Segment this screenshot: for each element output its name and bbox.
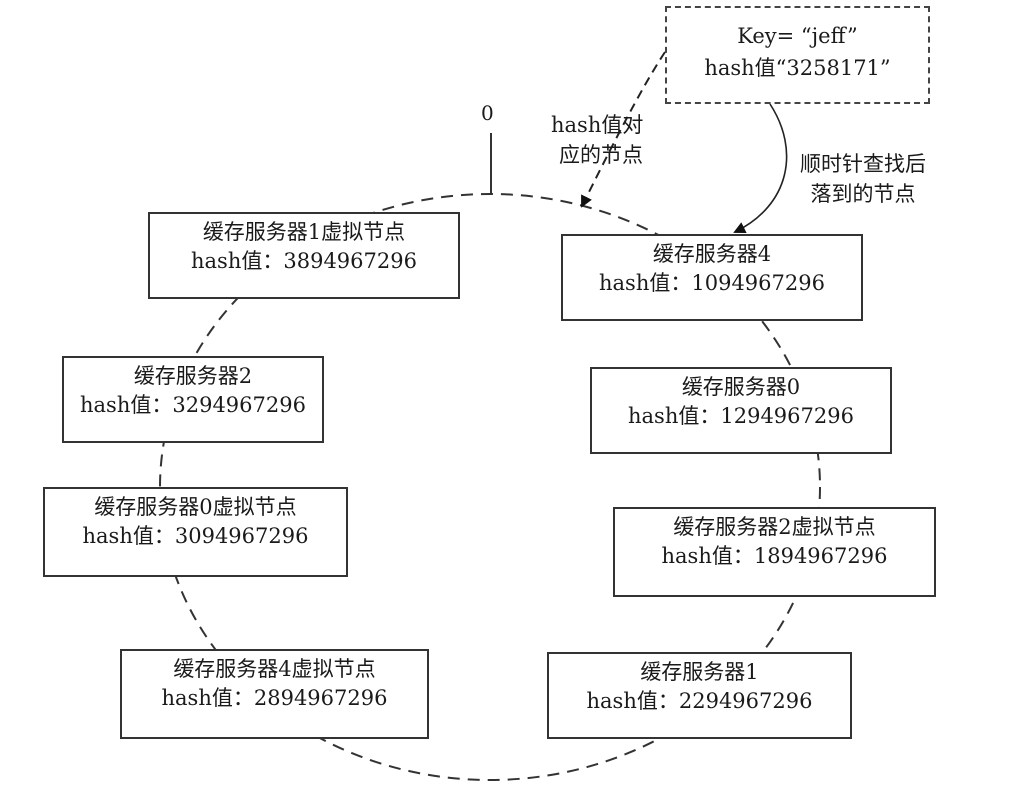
node-server-4: 缓存服务器4 hash值：1094967296 xyxy=(561,234,863,321)
key-label: Key= “jeff” xyxy=(737,24,858,48)
node-hash: hash值：3094967296 xyxy=(82,524,309,548)
node-name: 缓存服务器2 xyxy=(133,364,253,388)
clockwise-annotation: 顺时针查找后 落到的节点 xyxy=(800,149,926,209)
node-server-1-virtual: 缓存服务器1虚拟节点 hash值：3894967296 xyxy=(148,212,460,299)
node-hash: hash值：2294967296 xyxy=(586,689,813,713)
node-name: 缓存服务器4虚拟节点 xyxy=(173,657,376,681)
node-hash: hash值：1094967296 xyxy=(599,271,825,295)
hash-node-annotation: hash值对 应的节点 xyxy=(551,110,643,170)
hash-position-arrow xyxy=(581,51,666,208)
node-name: 缓存服务器2虚拟节点 xyxy=(673,515,876,539)
node-hash: hash值：3294967296 xyxy=(80,393,306,417)
clockwise-annotation-line2: 落到的节点 xyxy=(810,182,916,206)
node-server-0-virtual: 缓存服务器0虚拟节点 hash值：3094967296 xyxy=(43,487,348,577)
node-server-2-virtual: 缓存服务器2虚拟节点 hash值：1894967296 xyxy=(613,507,936,597)
hash-node-annotation-line1: hash值对 xyxy=(551,113,644,137)
node-hash: hash值：3894967296 xyxy=(191,249,417,273)
node-name: 缓存服务器1 xyxy=(640,660,759,684)
node-hash: hash值：1894967296 xyxy=(661,544,888,568)
clockwise-annotation-line1: 顺时针查找后 xyxy=(800,152,926,176)
node-hash: hash值：2894967296 xyxy=(161,686,388,710)
node-server-2: 缓存服务器2 hash值：3294967296 xyxy=(62,356,324,443)
node-server-1: 缓存服务器1 hash值：2294967296 xyxy=(547,652,852,739)
ring-origin-label: 0 xyxy=(481,101,494,125)
node-server-4-virtual: 缓存服务器4虚拟节点 hash值：2894967296 xyxy=(120,649,429,739)
node-server-0: 缓存服务器0 hash值：1294967296 xyxy=(590,367,892,454)
node-hash: hash值：1294967296 xyxy=(628,404,854,428)
node-name: 缓存服务器4 xyxy=(652,242,772,266)
key-box: Key= “jeff” hash值“3258171” xyxy=(665,6,930,104)
node-name: 缓存服务器0虚拟节点 xyxy=(94,495,297,519)
hash-node-annotation-line2: 应的节点 xyxy=(559,143,643,167)
key-hash-label: hash值“3258171” xyxy=(704,56,891,80)
clockwise-lookup-arrow xyxy=(733,103,788,233)
node-name: 缓存服务器0 xyxy=(681,375,801,399)
node-name: 缓存服务器1虚拟节点 xyxy=(202,220,406,244)
